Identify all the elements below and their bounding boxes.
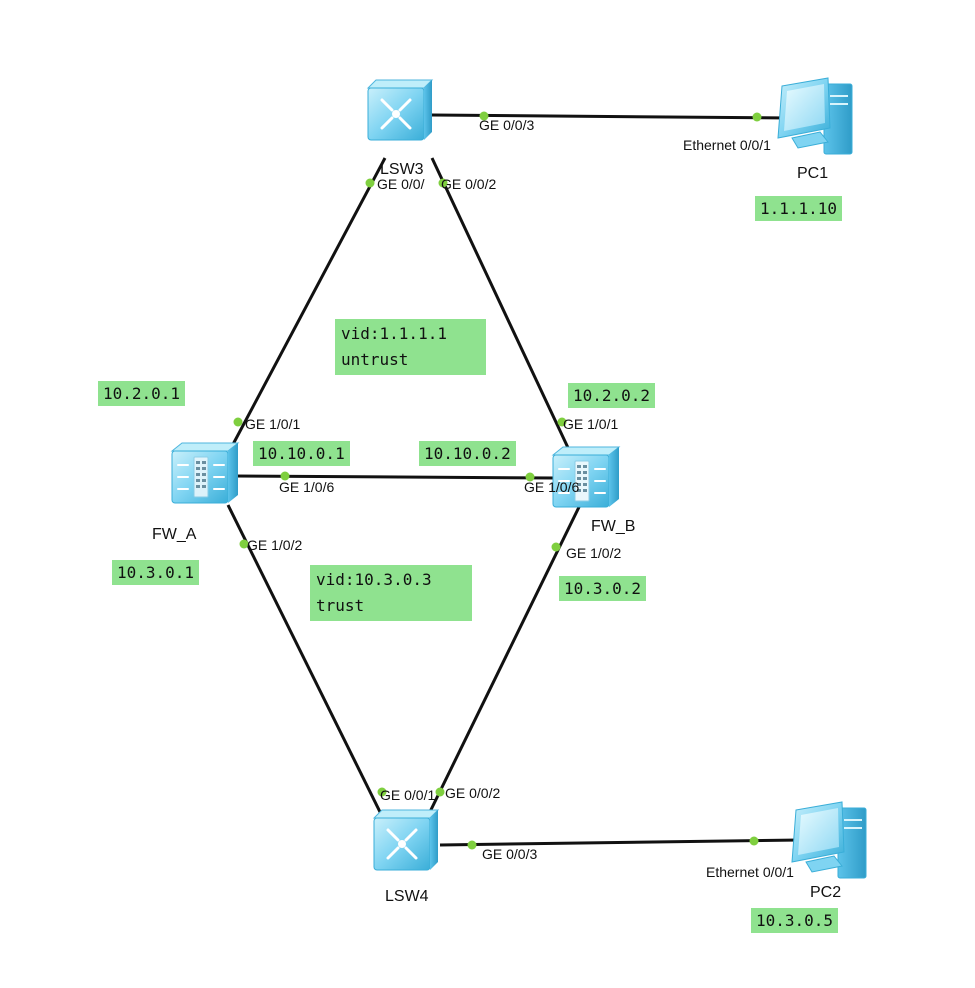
port-label: GE 0/0/3 (479, 117, 535, 133)
ip-tag-pc2: 10.3.0.5 (751, 908, 839, 933)
switch-icon[interactable] (366, 79, 434, 141)
device-label-pc2: PC2 (810, 884, 842, 901)
device-label-fw-b: FW_B (591, 518, 636, 535)
device-label-fw-a: FW_A (152, 526, 197, 543)
port-label: GE 1/0/1 (563, 416, 619, 432)
switch-icon[interactable] (372, 809, 440, 871)
port-dot (557, 417, 567, 427)
port-label: GE 0/0/1 (380, 787, 436, 803)
port-label: GE 1/0/2 (247, 537, 303, 553)
link-lsw3-fwa (228, 157, 387, 451)
device-label-lsw3: LSW3 (380, 161, 424, 178)
firewall-icon[interactable] (170, 442, 240, 504)
link-lsw3-pc1 (431, 113, 791, 120)
device-label-pc1: PC1 (797, 165, 829, 182)
link-lsw4-pc2 (439, 838, 801, 847)
ip-tag-fw-a-up: 10.2.0.1 (98, 381, 186, 406)
port-label: GE 1/0/1 (245, 416, 301, 432)
zone-tag-trust: vid:10.3.0.3 trust (310, 565, 472, 621)
pc-icon[interactable] (777, 77, 853, 155)
ip-tag-fw-a-down: 10.3.0.1 (112, 560, 200, 585)
link-fwb-lsw4 (423, 504, 582, 823)
port-dot (280, 471, 290, 481)
port-dot (551, 542, 561, 552)
port-label: GE 1/0/2 (566, 545, 622, 561)
port-label: Ethernet 0/0/1 (706, 864, 794, 880)
ip-tag-fw-b-mid: 10.10.0.2 (419, 441, 516, 466)
port-dot (438, 178, 448, 188)
port-dot (233, 417, 243, 427)
ip-tag-fw-b-down: 10.3.0.2 (559, 576, 647, 601)
port-dot (377, 787, 387, 797)
zone-tag-untrust: vid:1.1.1.1 untrust (335, 319, 486, 375)
port-dot (749, 836, 759, 846)
port-label: GE 0/0/2 (441, 176, 497, 192)
link-lsw3-fwb (430, 157, 572, 453)
port-dot (435, 787, 445, 797)
pc-icon[interactable] (791, 801, 867, 879)
port-label: GE 0/0/2 (445, 785, 501, 801)
ip-tag-fw-b-up: 10.2.0.2 (568, 383, 656, 408)
link-fwa-lsw4 (226, 504, 387, 823)
port-dot (365, 178, 375, 188)
device-label-lsw4: LSW4 (385, 888, 429, 905)
port-dot (752, 112, 762, 122)
port-dot (479, 111, 489, 121)
ip-tag-pc1: 1.1.1.10 (755, 196, 843, 221)
firewall-icon[interactable] (551, 446, 621, 508)
port-label: Ethernet 0/0/1 (683, 137, 771, 153)
port-label: GE 0/0/ (377, 176, 425, 192)
port-label: GE 1/0/6 (279, 479, 335, 495)
port-label: GE 0/0/3 (482, 846, 538, 862)
ip-tag-fw-a-mid: 10.10.0.1 (253, 441, 350, 466)
port-dot (467, 840, 477, 850)
port-dot (239, 539, 249, 549)
port-dot (525, 472, 535, 482)
port-label: GE 1/0/6 (524, 479, 580, 495)
